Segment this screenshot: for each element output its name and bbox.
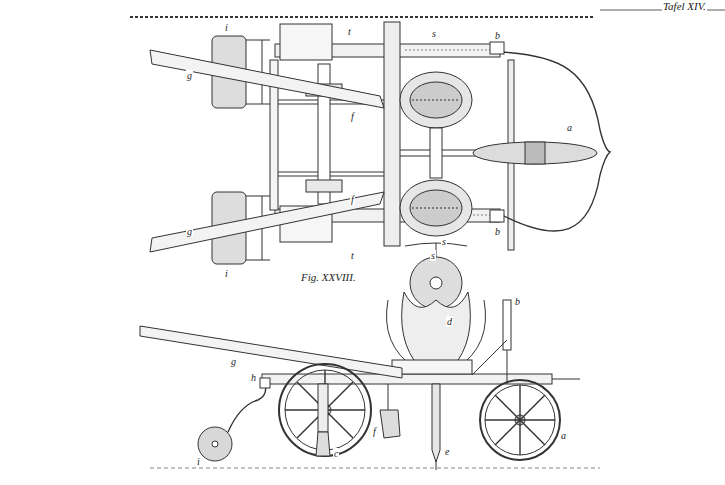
callout-letter: h [250, 372, 257, 383]
callout-letter: i [224, 22, 229, 33]
callout-letter: d [446, 316, 453, 327]
callout-letter: c [333, 448, 339, 459]
callout-letter: t [347, 26, 352, 37]
callout-letter: s [441, 236, 447, 247]
callout-letter: f [350, 111, 355, 122]
callout-letter: i [224, 268, 229, 279]
callout-letter: g [230, 356, 237, 367]
callout-letter: b [514, 296, 521, 307]
callout-letter: b [494, 30, 501, 41]
callout-letter: t [350, 250, 355, 261]
callout-letter: i [196, 456, 201, 467]
plate-number: Tafel XIV. [662, 1, 707, 12]
callout-letter: e [444, 446, 450, 457]
callout-letter: b [494, 226, 501, 237]
callout-letter: s [430, 250, 436, 261]
callout-letter: f [350, 194, 355, 205]
callout-letter: a [566, 122, 573, 133]
callout-letter: s [431, 28, 437, 39]
figure-label: Fig. XXVIII. [300, 272, 357, 283]
callout-letter: g [186, 226, 193, 237]
callout-letter: g [186, 70, 193, 81]
callout-letter: f [372, 426, 377, 437]
callout-letter: a [560, 430, 567, 441]
